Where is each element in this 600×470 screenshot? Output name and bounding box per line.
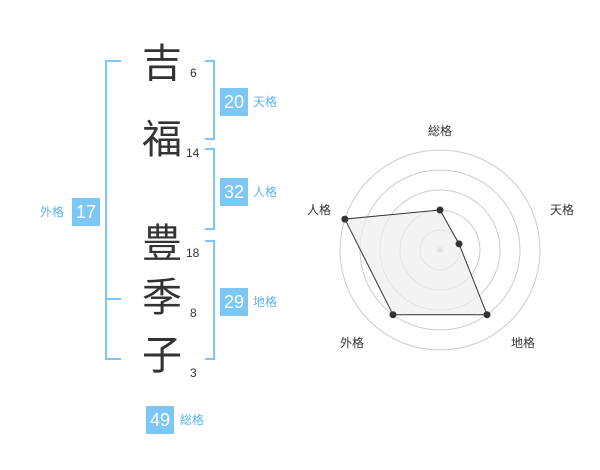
soukaku-value-badge: 49 [146, 406, 174, 434]
gaikaku-value-badge: 17 [72, 198, 100, 226]
radar-axis-label-chikaku: 地格 [511, 336, 536, 350]
radar-ring [339, 149, 541, 351]
jinkaku-bracket [205, 148, 215, 230]
radar-axis-label-gaikaku: 外格 [340, 336, 365, 350]
soukaku-label: 総格 [180, 413, 205, 427]
radar-ring [359, 169, 521, 331]
radar-ring [399, 209, 481, 291]
radar-point-5 [341, 215, 349, 223]
jinkaku-label: 人格 [253, 185, 278, 199]
name-char-5: 子 [142, 333, 182, 379]
radar-point-3 [483, 311, 491, 319]
chikaku-bracket [205, 240, 215, 360]
stroke-count-3: 18 [186, 246, 200, 260]
radar-ring [419, 229, 461, 271]
radar-series-area [344, 209, 488, 316]
tenkaku-value-badge: 20 [220, 88, 248, 116]
radar-center [437, 247, 443, 253]
radar-ring [379, 189, 501, 311]
radar-point-1 [436, 206, 444, 214]
stroke-count-5: 3 [190, 366, 197, 380]
name-char-1: 吉 [142, 41, 182, 87]
radar-axis-label-tenkaku: 天格 [550, 203, 575, 217]
tenkaku-bracket [205, 60, 215, 140]
chikaku-value-badge: 29 [220, 288, 248, 316]
stroke-count-4: 8 [190, 306, 197, 320]
radar-point-2 [455, 240, 463, 248]
gaikaku-bracket-tick [105, 298, 121, 300]
name-char-4: 季 [142, 275, 182, 321]
tenkaku-label: 天格 [253, 95, 278, 109]
stroke-count-1: 6 [190, 66, 197, 80]
chikaku-label: 地格 [253, 295, 278, 309]
gaikaku-label: 外格 [40, 205, 65, 219]
gaikaku-bracket [105, 60, 121, 360]
name-char-3: 豊 [142, 221, 182, 267]
jinkaku-value-badge: 32 [220, 178, 248, 206]
radar-axis-label-jinkaku: 人格 [307, 203, 332, 217]
name-char-2: 福 [142, 117, 182, 163]
radar-axis-label-soukaku: 総格 [428, 124, 453, 138]
radar-point-4 [389, 311, 397, 319]
stroke-count-2: 14 [186, 146, 200, 160]
